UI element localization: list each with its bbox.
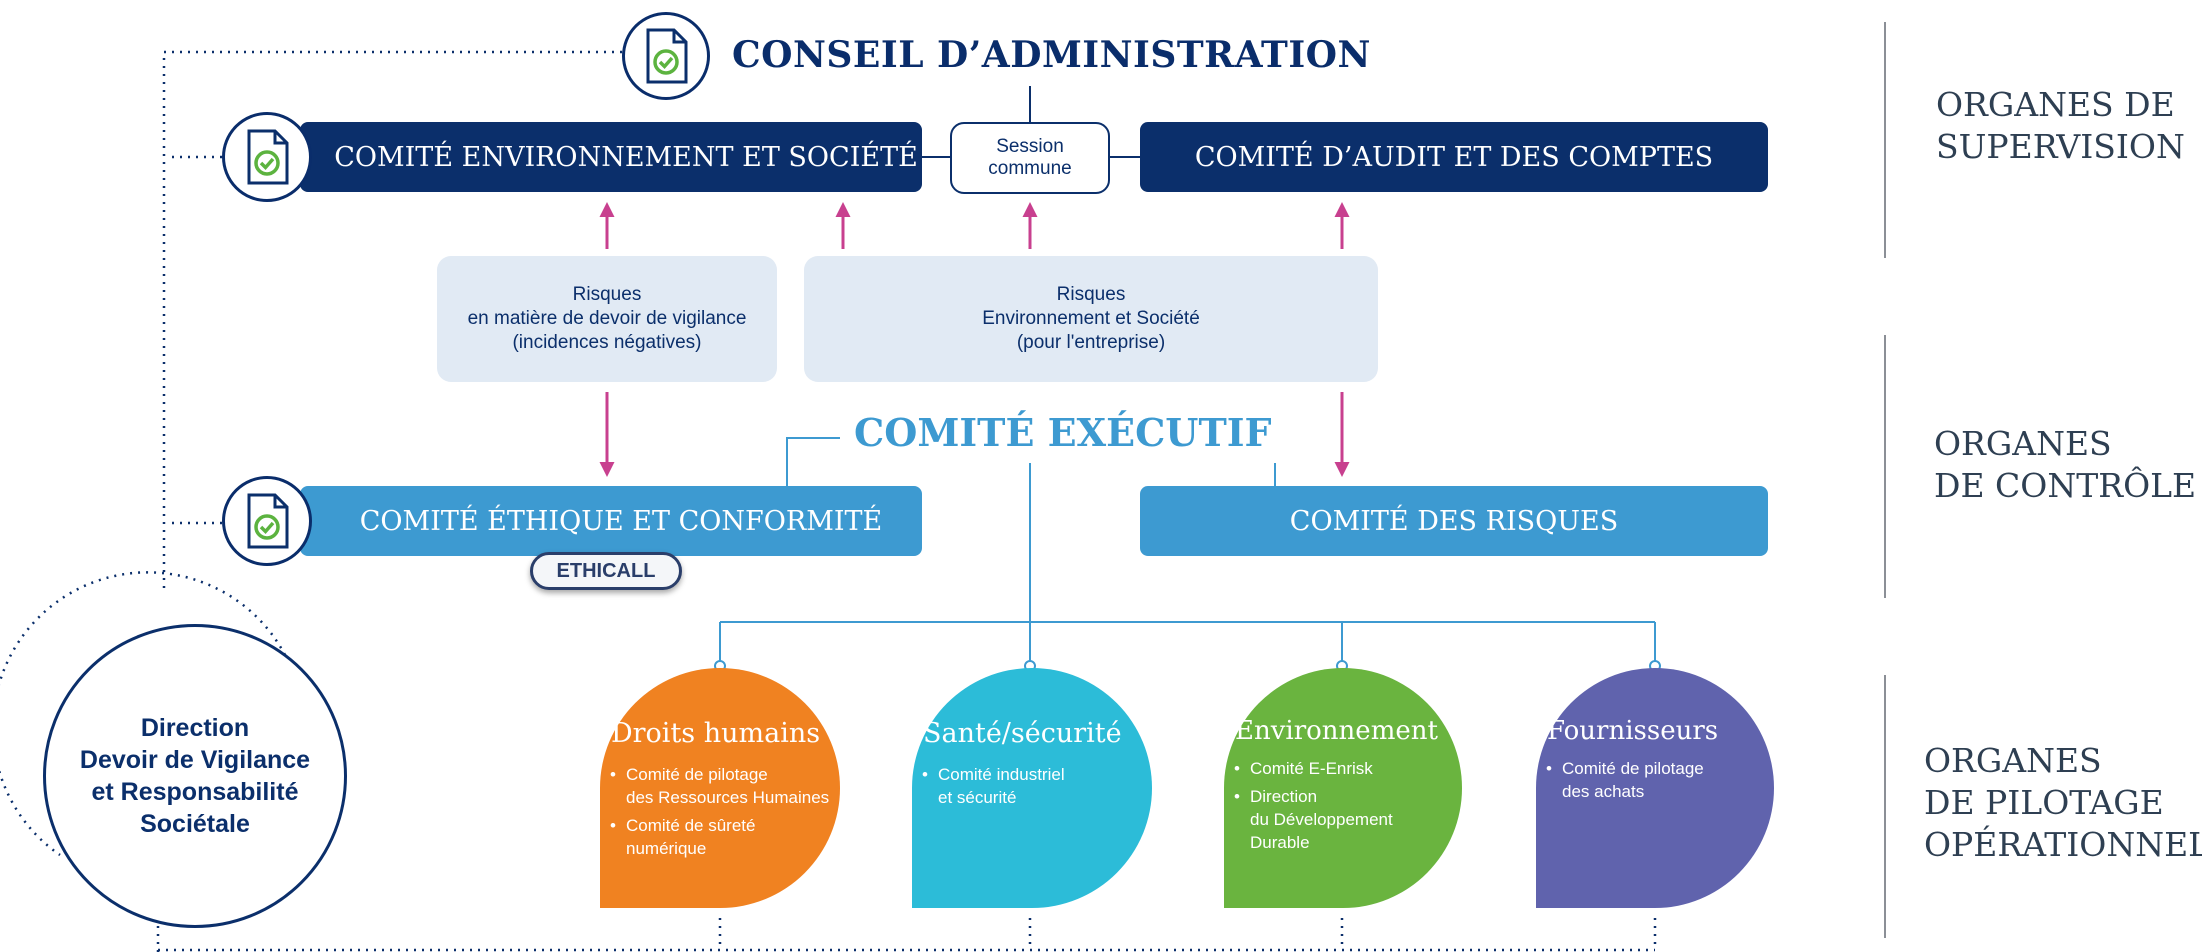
direction-devoir-vigilance: Direction Devoir de Vigilance et Respons… — [43, 624, 347, 928]
risk-box-entreprise: Risques Environnement et Société (pour l… — [804, 256, 1378, 382]
risk-entreprise-line2: Environnement et Société — [982, 308, 1200, 329]
direction-line1: Direction — [140, 714, 250, 742]
petal-title: Santé/sécurité — [923, 718, 1122, 749]
petal-environnement: Environnement Comité E-Enrisk Direction … — [1224, 668, 1462, 908]
dotted-frame — [0, 50, 1657, 952]
connector-dots — [714, 660, 1661, 672]
comite-environnement-societe: COMITÉ ENVIRONNEMENT ET SOCIÉTÉ — [300, 122, 922, 192]
direction-line4: Sociétale — [140, 810, 250, 838]
comite-ethique-conformite: COMITÉ ÉTHIQUE ET CONFORMITÉ — [300, 486, 922, 556]
executive-connectors — [719, 437, 1656, 662]
document-check-icon — [622, 12, 710, 100]
petal-fournisseurs: Fournisseurs Comité de pilotage des acha… — [1536, 668, 1774, 908]
session-line2: commune — [988, 158, 1072, 179]
side-label-controle: ORGANES DE CONTRÔLE — [1934, 424, 2197, 505]
petal-item: Comité de sûreté numérique — [610, 814, 829, 860]
petal-item: Direction du Développement Durable — [1234, 785, 1393, 854]
petal-title: Fournisseurs — [1547, 716, 1719, 746]
risk-vigilance-line2: en matière de devoir de vigilance — [467, 308, 747, 329]
direction-line2: Devoir de Vigilance — [79, 746, 311, 774]
session-line1: Session — [996, 136, 1064, 157]
document-check-icon — [222, 112, 312, 202]
conseil-title: CONSEIL D’ADMINISTRATION — [732, 34, 1371, 76]
document-check-icon — [222, 476, 312, 566]
risk-arrows — [599, 202, 1350, 477]
risk-box-vigilance: Risques en matière de devoir de vigilanc… — [437, 256, 777, 382]
risk-entreprise-line3: (pour l'entreprise) — [1016, 332, 1166, 353]
risk-vigilance-line1: Risques — [572, 284, 642, 305]
petal-item: Comité de pilotage des achats — [1546, 757, 1704, 803]
comite-audit-comptes: COMITÉ D’AUDIT ET DES COMPTES — [1140, 122, 1768, 192]
petal-title: Droits humains — [611, 718, 821, 749]
comite-executif-title: COMITÉ EXÉCUTIF — [840, 403, 1286, 463]
direction-line3: et Responsabilité — [91, 778, 299, 806]
petal-droits-humains: Droits humains Comité de pilotage des Re… — [600, 668, 840, 908]
petal-title: Environnement — [1235, 716, 1438, 746]
risk-entreprise-line1: Risques — [1056, 284, 1126, 305]
petal-sante-securite: Santé/sécurité Comité industriel et sécu… — [912, 668, 1152, 908]
petal-item: Comité de pilotage des Ressources Humain… — [610, 763, 829, 809]
ethicall-logo: ETHICALL — [530, 552, 682, 590]
side-label-pilotage: ORGANES DE PILOTAGE OPÉRATIONNEL — [1924, 741, 2202, 864]
petal-item: Comité industriel et sécurité — [922, 763, 1065, 809]
ethicall-logo-text: ETHICALL — [556, 559, 656, 582]
risk-vigilance-line3: (incidences négatives) — [512, 332, 702, 353]
comite-des-risques: COMITÉ DES RISQUES — [1140, 486, 1768, 556]
petal-item: Comité E-Enrisk — [1234, 757, 1393, 780]
side-label-supervision: ORGANES DE SUPERVISION — [1936, 85, 2185, 166]
